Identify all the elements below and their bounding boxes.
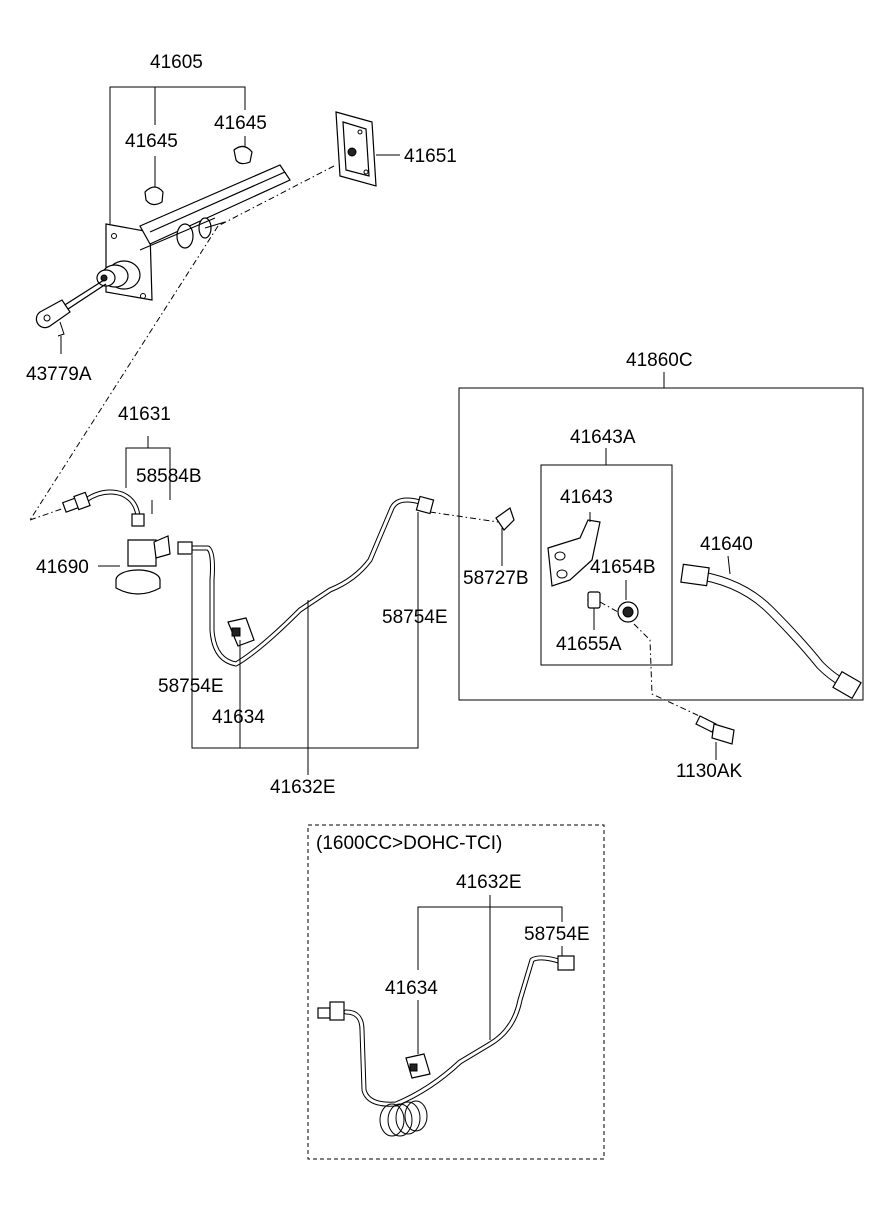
- label-41860c: 41860C: [626, 350, 693, 371]
- reservoir-hose-41631: [61, 436, 171, 527]
- bolt-1130ak: [695, 715, 735, 760]
- inset-variant: [307, 824, 605, 1160]
- label-58754e-right: 58754E: [382, 607, 448, 628]
- label-41632e: 41632E: [270, 777, 336, 798]
- label-41605: 41605: [150, 52, 203, 73]
- label-41651: 41651: [404, 146, 457, 167]
- label-41655a: 41655A: [556, 634, 622, 655]
- reservoir-41690: [98, 535, 171, 595]
- label-41645-b: 41645: [214, 113, 267, 134]
- label-43779a: 43779A: [26, 364, 92, 385]
- label-41631: 41631: [118, 404, 171, 425]
- inset-title: (1600CC>DOHC-TCI): [316, 833, 502, 854]
- label-41654b: 41654B: [590, 557, 656, 578]
- label-1130ak: 1130AK: [676, 761, 743, 782]
- inset-label-41634: 41634: [385, 978, 438, 999]
- label-58754e-left: 58754E: [158, 676, 224, 697]
- label-41645-a: 41645: [125, 131, 178, 152]
- label-58584b: 58584B: [136, 466, 202, 487]
- master-cylinder-assembly: [35, 86, 291, 354]
- inset-label-58754e: 58754E: [524, 924, 590, 945]
- label-41640: 41640: [700, 534, 753, 555]
- clutch-pipe-41632e: [177, 495, 435, 775]
- label-41634: 41634: [212, 707, 265, 728]
- label-41690: 41690: [36, 557, 89, 578]
- label-41643: 41643: [560, 487, 613, 508]
- clip-58727b: [495, 507, 515, 566]
- label-58727b: 58727B: [463, 568, 529, 589]
- assembly-guide-lines: [29, 165, 709, 721]
- label-41643a: 41643A: [570, 427, 636, 448]
- gasket-41651: [335, 111, 400, 187]
- hose-assembly-41860c: [458, 372, 864, 701]
- part-labels: 41605 41645 41645 41651 43779A 41631 585…: [26, 52, 753, 999]
- inset-label-41632e: 41632E: [456, 872, 522, 893]
